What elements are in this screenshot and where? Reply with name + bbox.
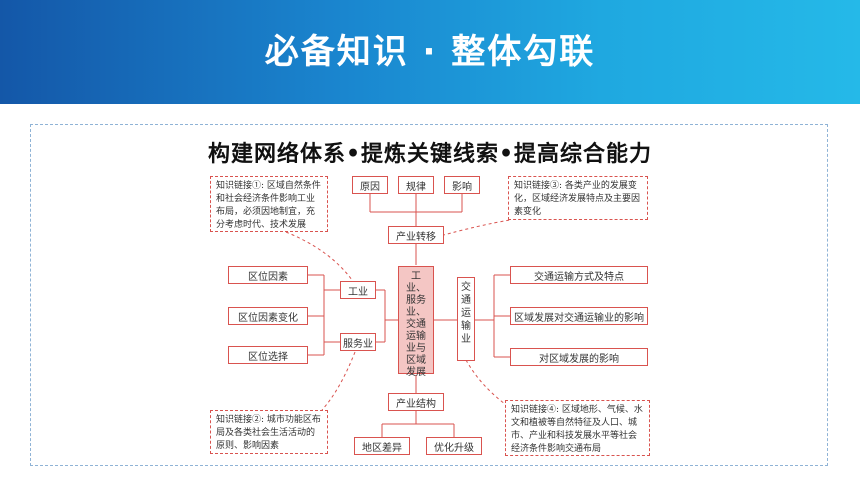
hub-industry: 工业 (340, 281, 376, 299)
diagram-frame (30, 124, 828, 466)
diagram-subtitle: 构建网络体系•提炼关键线索•提高综合能力 (207, 141, 653, 167)
top-item-cause: 原因 (352, 176, 388, 194)
left-item-location-factors: 区位因素 (228, 266, 308, 284)
left-item-factor-change: 区位因素变化 (228, 307, 308, 325)
right-item-transport-impact: 对区域发展的影响 (510, 348, 648, 366)
hub-service: 服务业 (340, 333, 376, 351)
hub-transport: 交通运输业 (457, 277, 475, 361)
note-link-4: 知识链接④: 区域地形、气候、水文和植被等自然特征及人口、城市、产业和科技发展水… (505, 400, 650, 456)
note-link-2: 知识链接②: 城市功能区布局及各类社会生活活动的原则、影响因素 (210, 410, 328, 454)
note-link-3: 知识链接③: 各类产业的发展变化，区域经济发展特点及主要因素变化 (508, 176, 648, 220)
top-item-pattern: 规律 (398, 176, 434, 194)
hub-industry-transfer: 产业转移 (388, 226, 444, 244)
hub-industry-structure: 产业结构 (388, 393, 444, 411)
page-title: 必备知识 · 整体勾联 (264, 32, 596, 72)
bottom-item-upgrade: 优化升级 (426, 437, 482, 455)
left-item-location-choice: 区位选择 (228, 346, 308, 364)
center-node: 工业、服务业、交通运输业与区域发展 (398, 266, 434, 378)
note-link-1: 知识链接①: 区域自然条件和社会经济条件影响工业布局，必须因地制宜，充分考虑时代… (210, 176, 328, 232)
header-banner (0, 0, 860, 104)
top-item-impact: 影响 (444, 176, 480, 194)
right-item-modes: 交通运输方式及特点 (510, 266, 648, 284)
right-item-regional-impact-on-transport: 区域发展对交通运输业的影响 (510, 307, 648, 325)
bottom-item-regional-difference: 地区差异 (354, 437, 410, 455)
